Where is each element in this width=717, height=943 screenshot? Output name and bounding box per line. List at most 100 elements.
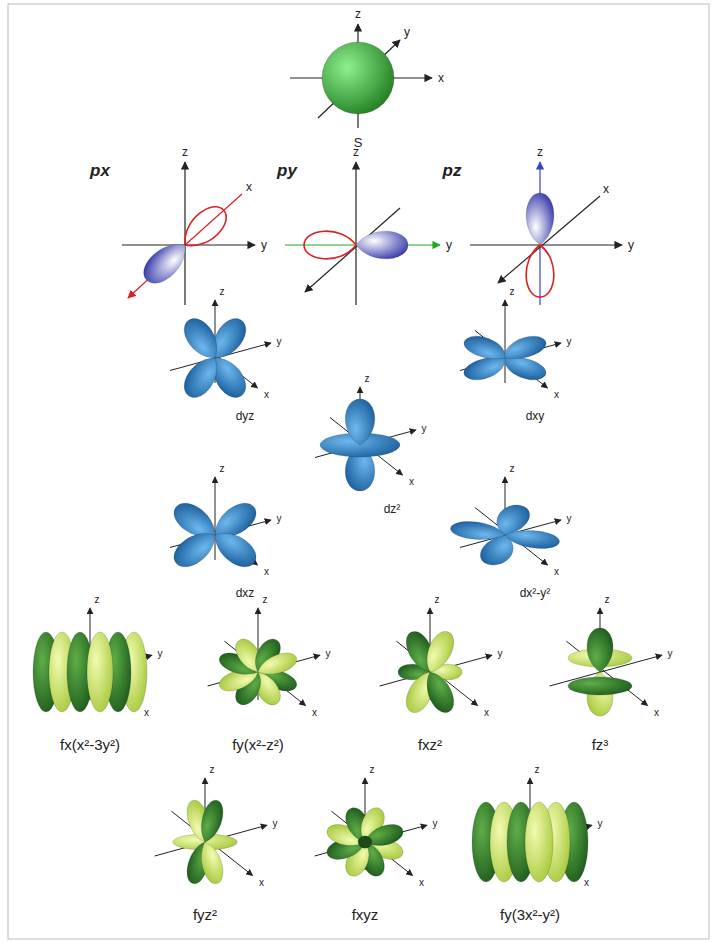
illustration-layer	[8, 4, 709, 939]
orbital-lobe	[526, 245, 554, 297]
axis-label: y	[261, 239, 267, 251]
axis-label: dyz	[236, 410, 255, 422]
orbital-group	[324, 805, 406, 879]
orbital-lobe	[568, 677, 632, 695]
axis-label: dx²-y²	[520, 587, 551, 599]
orbital-group	[304, 231, 408, 259]
axis-label: dz²	[384, 503, 401, 515]
orbital-group	[398, 627, 462, 716]
axis-label: x	[584, 878, 589, 888]
axis-label: x	[264, 567, 269, 577]
orbital-lobe	[420, 667, 459, 716]
orbital-group	[173, 797, 238, 887]
axis-line	[285, 244, 356, 245]
axis-label: x	[554, 390, 559, 400]
axis-label: y	[404, 26, 410, 38]
axis-label: z	[435, 595, 440, 605]
axis-label: z	[355, 8, 361, 20]
axis-label: y	[277, 337, 282, 347]
orbital-name: px	[90, 162, 110, 179]
axis-label: z	[220, 464, 225, 474]
axis-label: y	[498, 649, 503, 659]
axis-line	[318, 40, 400, 118]
axis-label: z	[182, 146, 188, 158]
axis-line	[215, 477, 216, 560]
axis-label: x	[419, 878, 424, 888]
orbital-group	[216, 636, 301, 708]
orbital-name: fz³	[592, 737, 609, 752]
axis-label: x	[438, 72, 444, 84]
axis-label: x	[654, 708, 659, 718]
orbital-lobe	[345, 399, 374, 445]
axis-label: z	[95, 595, 100, 605]
orbital-group	[168, 497, 262, 573]
axis-label: z	[220, 287, 225, 297]
axis-label: z	[370, 765, 375, 775]
orbital-name: fxyz	[352, 907, 379, 922]
axis-label: y	[422, 424, 427, 434]
orbital-lobe	[208, 524, 262, 573]
axis-label: y	[668, 649, 673, 659]
axis-label: y	[567, 337, 572, 347]
orbital-name: fy(x²-z²)	[232, 737, 284, 752]
orbital-name: fx(x²-3y²)	[60, 737, 120, 752]
axis-label: y	[277, 514, 282, 524]
orbital-lobe	[526, 193, 554, 245]
orbital-lobe	[587, 628, 613, 672]
axis-label: x	[259, 878, 264, 888]
axis-label: y	[326, 649, 331, 659]
orbital-lobe	[496, 332, 553, 365]
orbital-lobe	[196, 838, 227, 887]
axis-label: z	[365, 374, 370, 384]
frame	[8, 4, 709, 939]
axis-label: x	[554, 567, 559, 577]
axis-label: z	[537, 146, 543, 158]
orbital-group	[526, 193, 554, 297]
axis-label: y	[628, 239, 634, 251]
axis-label: x	[603, 183, 609, 195]
axis-label: x	[484, 708, 489, 718]
orbital-lobe	[87, 632, 113, 712]
orbital-name: fxz²	[418, 737, 442, 752]
orbital-core	[358, 836, 372, 849]
axis-label: x	[264, 390, 269, 400]
axis-label: z	[353, 146, 359, 158]
orbital-name: fyz²	[193, 907, 217, 922]
orbital-group	[320, 399, 400, 491]
orbital-name: py	[277, 162, 297, 179]
axis-label: y	[446, 239, 452, 251]
axis-label: y	[273, 819, 278, 829]
orbital-lobe	[137, 235, 194, 290]
axis-line	[470, 244, 622, 245]
orbital-lobe	[447, 519, 509, 544]
orbital-group	[137, 200, 233, 290]
orbital-lobe	[525, 802, 553, 882]
axis-label: z	[510, 287, 515, 297]
s-sphere	[322, 42, 394, 114]
orbital-name: fy(3x²-y²)	[500, 907, 560, 922]
orbital-name: pz	[443, 162, 462, 179]
orbital-lobe	[304, 231, 356, 259]
orbital-group	[568, 628, 632, 716]
orbital-lobe	[178, 351, 226, 404]
axis-label: z	[210, 765, 215, 775]
orbital-lobe	[457, 332, 514, 365]
axis-line	[505, 300, 506, 383]
orbital-lobe	[196, 797, 227, 846]
axis-line	[355, 162, 356, 305]
orbital-group	[472, 802, 588, 882]
orbital-group	[33, 632, 147, 712]
axis-label: dxz	[236, 587, 255, 599]
axis-label: x	[409, 477, 414, 487]
axis-label: x	[312, 708, 317, 718]
axis-label: y	[158, 649, 163, 659]
orbital-lobe	[168, 524, 222, 573]
orbital-lobe	[356, 231, 408, 259]
orbital-group	[178, 313, 252, 403]
axis-label: z	[510, 464, 515, 474]
axis-label: z	[605, 595, 610, 605]
axis-label: x	[144, 708, 149, 718]
axis-label: dxy	[526, 410, 545, 422]
